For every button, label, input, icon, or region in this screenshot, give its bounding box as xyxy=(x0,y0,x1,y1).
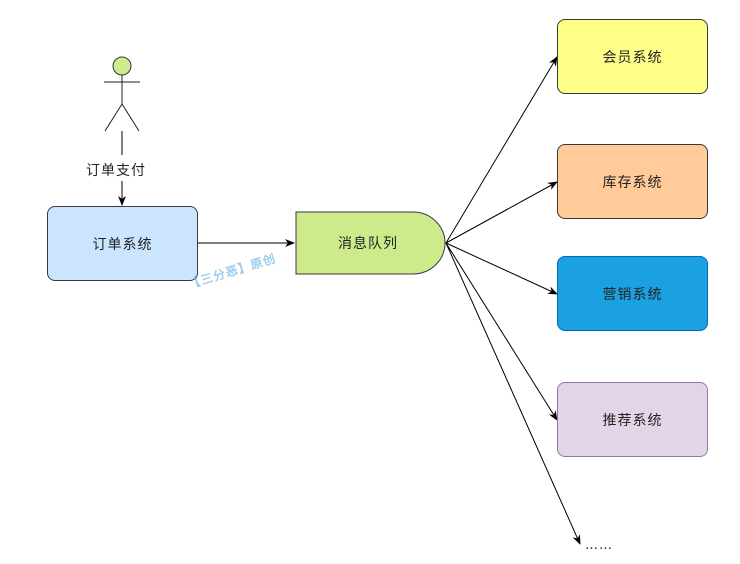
actor-label: 订单支付 xyxy=(86,160,146,180)
message-queue-node: 消息队列 xyxy=(296,212,446,274)
edge-queue-to-recommend xyxy=(445,242,558,421)
recommend-system-label: 推荐系统 xyxy=(602,412,663,429)
marketing-system-label: 营销系统 xyxy=(602,286,663,303)
order-system-label: 订单系统 xyxy=(92,236,153,253)
actor-stick-figure xyxy=(104,56,140,132)
message-queue-shape xyxy=(295,211,446,275)
edge-queue-to-marketing xyxy=(445,242,558,295)
inventory-system-label: 库存系统 xyxy=(602,174,663,191)
edge-queue-to-inventory xyxy=(445,181,558,244)
member-system-node: 会员系统 xyxy=(557,19,708,94)
more-ellipsis: …… xyxy=(585,538,613,553)
actor-head xyxy=(112,56,132,76)
order-system-node: 订单系统 xyxy=(47,206,198,281)
edge-queue-to-more xyxy=(445,242,581,545)
inventory-system-node: 库存系统 xyxy=(557,144,708,219)
marketing-system-node: 营销系统 xyxy=(557,256,708,331)
edge-queue-to-member xyxy=(445,56,558,244)
message-queue-label: 消息队列 xyxy=(338,236,398,252)
recommend-system-node: 推荐系统 xyxy=(557,382,708,457)
member-system-label: 会员系统 xyxy=(602,49,663,66)
